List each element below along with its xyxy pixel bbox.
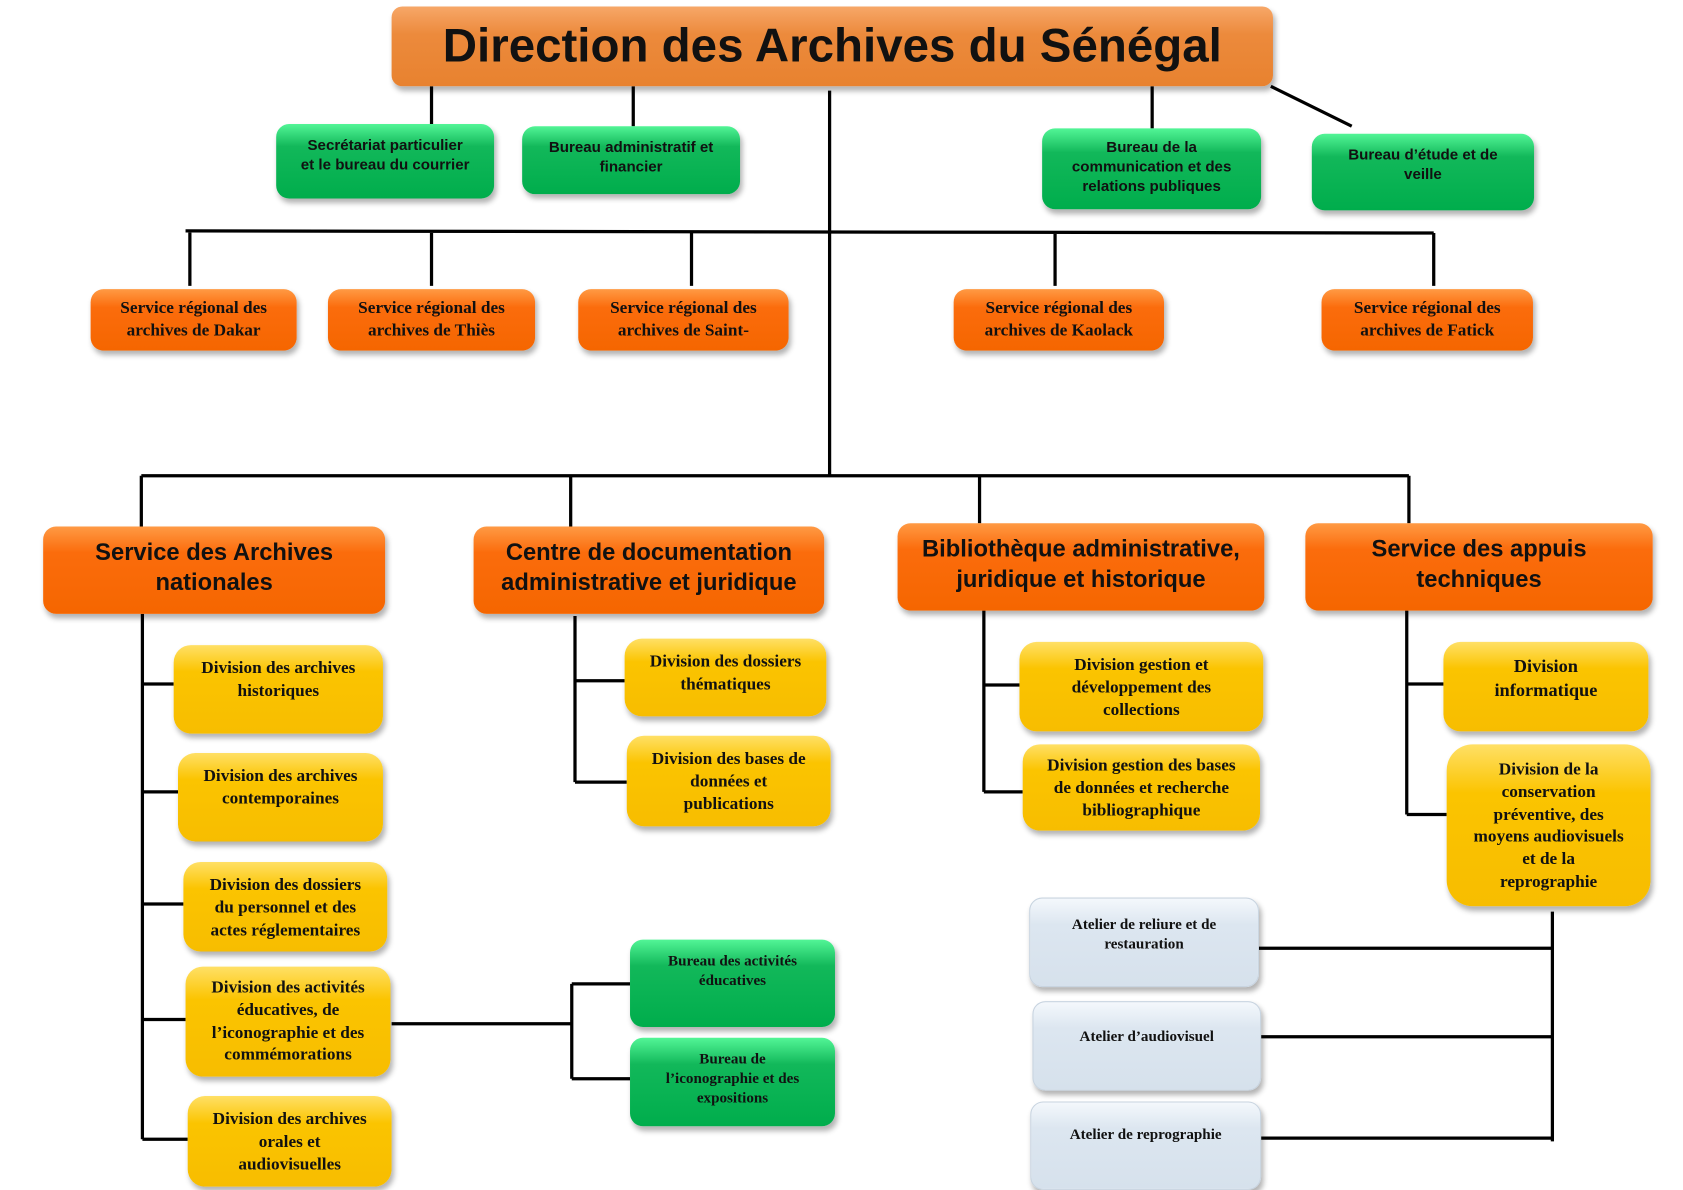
bureau-activites-educatives: Bureau des activités éducatives bbox=[630, 939, 835, 1028]
regional-dakar: Service régional des archives de Dakar bbox=[90, 289, 297, 351]
service-archives-nationales: Service des Archives nationales bbox=[43, 526, 386, 614]
division-archives-orales: Division des archives orales et audiovis… bbox=[187, 1096, 392, 1187]
bureau-communication: Bureau de la communication et des relati… bbox=[1042, 128, 1262, 210]
division-archives-contemporaines: Division des archives contemporaines bbox=[178, 753, 383, 842]
centre-documentation: Centre de documentation administrative e… bbox=[473, 526, 825, 614]
division-conservation: Division de la conservation préventive, … bbox=[1446, 744, 1651, 907]
bureau-secretariat: Secrétariat particulier et le bureau du … bbox=[276, 124, 495, 199]
division-bases-donnees: Division des bases de données et publica… bbox=[626, 735, 831, 827]
atelier-reliure: Atelier de reliure et de restauration bbox=[1029, 897, 1259, 988]
division-activites-educatives: Division des activités éducatives, de l’… bbox=[185, 966, 391, 1077]
division-dossiers-personnel: Division des dossiers du personnel et de… bbox=[183, 861, 388, 952]
direction-title-box: Direction des Archives du Sénégal bbox=[391, 6, 1273, 87]
division-dossiers-thematiques: Division des dossiers thématiques bbox=[624, 638, 827, 717]
service-appuis-techniques: Service des appuis techniques bbox=[1305, 523, 1653, 611]
bibliotheque: Bibliothèque administrative, juridique e… bbox=[897, 523, 1265, 611]
division-archives-historiques: Division des archives historiques bbox=[173, 645, 383, 734]
division-informatique: Division informatique bbox=[1443, 641, 1649, 732]
division-gestion-bases: Division gestion des bases de données et… bbox=[1022, 744, 1261, 831]
regional-saint-louis: Service régional des archives de Saint- bbox=[578, 289, 789, 351]
atelier-audiovisuel: Atelier d’audiovisuel bbox=[1032, 1001, 1262, 1091]
bureau-etude: Bureau d’étude et de veille bbox=[1311, 133, 1535, 211]
division-gestion-collections: Division gestion et développement des co… bbox=[1019, 641, 1264, 732]
atelier-reprographie: Atelier de reprographie bbox=[1030, 1101, 1262, 1190]
regional-thies: Service régional des archives de Thiès bbox=[327, 289, 536, 351]
regional-kaolack: Service régional des archives de Kaolack bbox=[953, 289, 1165, 351]
bureau-iconographie: Bureau de l’iconographie et des expositi… bbox=[630, 1037, 835, 1127]
bureau-administratif: Bureau administratif et financier bbox=[522, 126, 741, 195]
regional-fatick: Service régional des archives de Fatick bbox=[1321, 289, 1533, 351]
